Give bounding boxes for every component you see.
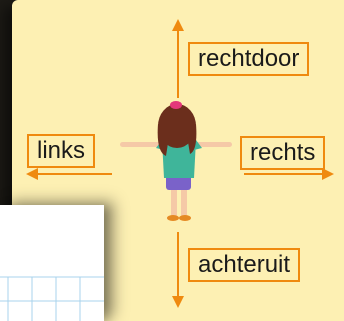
- label-left: links: [27, 134, 96, 168]
- label-backward: achteruit: [188, 248, 301, 282]
- grid-pattern: [0, 276, 104, 321]
- label-right: rechts: [240, 136, 326, 170]
- label-forward: rechtdoor: [188, 42, 310, 76]
- overlapping-grid-card: [0, 205, 104, 321]
